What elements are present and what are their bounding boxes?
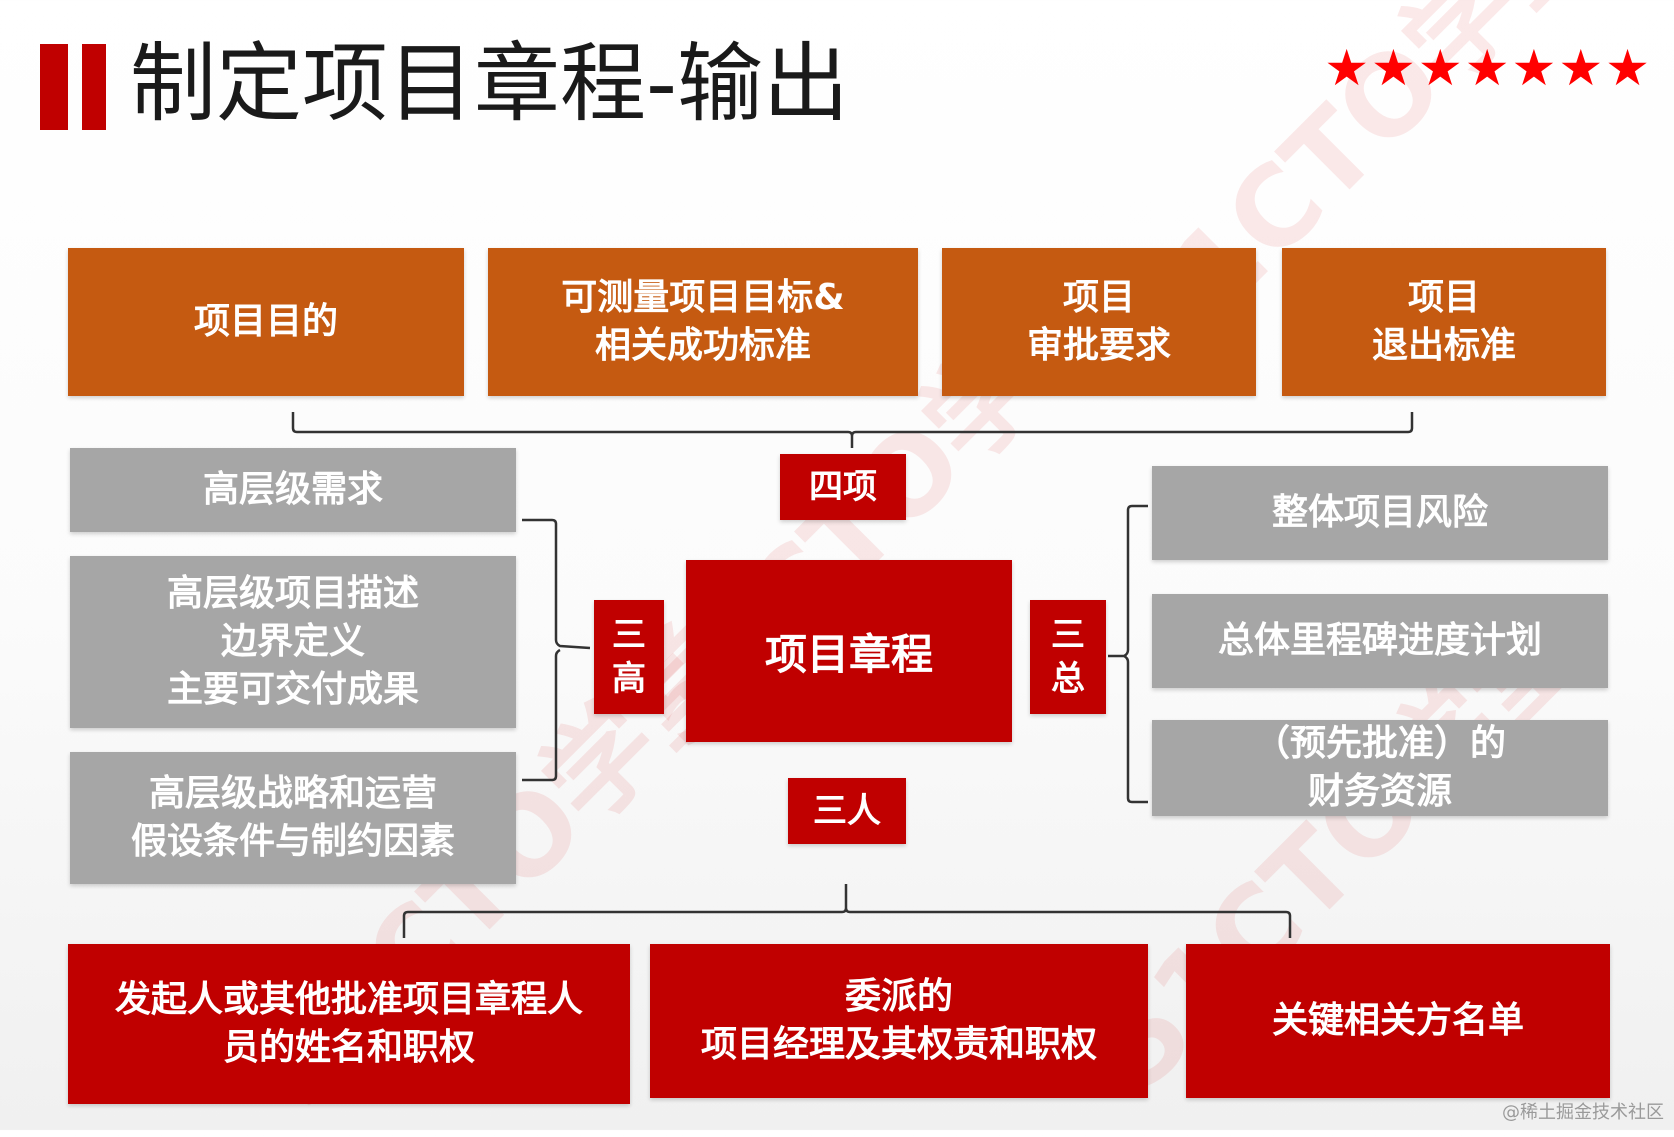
page-title: 制定项目章程-输出: [130, 34, 850, 134]
stakeholder-list-box: 关键相关方名单: [1186, 944, 1610, 1098]
left-brace: [522, 518, 591, 782]
project-charter-box: 项目章程: [686, 560, 1012, 742]
measurable-objectives-box: 可测量项目目标& 相关成功标准: [488, 248, 918, 396]
right-brace: [1108, 504, 1148, 804]
source-credit: @稀土掘金技术社区: [1502, 1102, 1664, 1123]
assigned-pm-box: 委派的 项目经理及其权责和职权: [650, 944, 1148, 1098]
four-items-tag: 四项: [780, 454, 906, 520]
three-people-tag: 三人: [788, 778, 906, 844]
high-level-description-box: 高层级项目描述 边界定义 主要可交付成果: [70, 556, 516, 728]
assumptions-constraints-box: 高层级战略和运营 假设条件与制约因素: [70, 752, 516, 884]
financial-resources-box: （预先批准）的 财务资源: [1152, 720, 1608, 816]
overall-risk-box: 整体项目风险: [1152, 466, 1608, 560]
high-level-requirements-box: 高层级需求: [70, 448, 516, 532]
three-high-tag: 三 高: [594, 600, 664, 714]
approval-requirements-box: 项目 审批要求: [942, 248, 1256, 396]
top-brace: [291, 412, 1414, 448]
exit-criteria-box: 项目 退出标准: [1282, 248, 1606, 396]
objective-box: 项目目的: [68, 248, 464, 396]
star-rating: ★★★★★★★: [1324, 39, 1652, 97]
title-accent-bar: [82, 44, 106, 130]
three-total-tag: 三 总: [1030, 600, 1106, 714]
sponsor-authority-box: 发起人或其他批准项目章程人 员的姓名和职权: [68, 944, 630, 1104]
milestone-schedule-box: 总体里程碑进度计划: [1152, 594, 1608, 688]
title-accent-bar: [40, 44, 68, 130]
bottom-brace: [402, 884, 1292, 938]
